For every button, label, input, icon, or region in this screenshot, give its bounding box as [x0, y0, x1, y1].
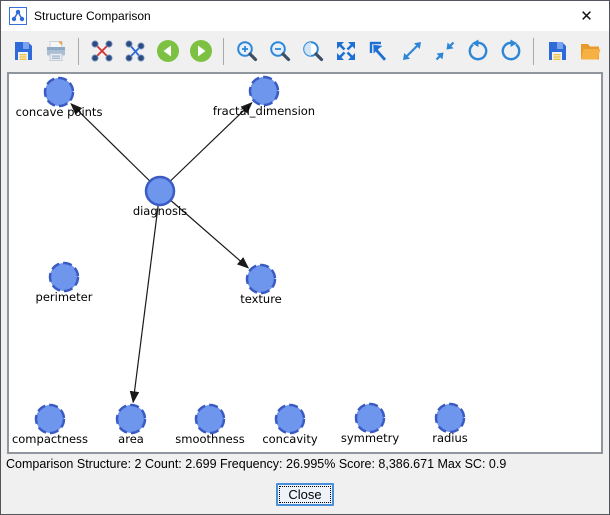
graph-node-label-symmetry: symmetry	[341, 431, 400, 445]
graph-node-smoothness[interactable]	[194, 403, 226, 435]
graph-node-label-compactness: compactness	[12, 432, 88, 446]
save-image-icon	[548, 42, 566, 60]
graph-node-label-concavity: concavity	[262, 432, 318, 446]
app-graph-icon	[9, 7, 27, 25]
zoom-reset-icon	[302, 41, 323, 62]
graph-node-label-diagnosis: diagnosis	[133, 204, 187, 218]
print-button[interactable]	[40, 35, 71, 67]
print-icon	[46, 41, 65, 61]
status-bar: Comparison Structure: 2 Count: 2.699 Fre…	[1, 454, 609, 474]
graph-node-fractal_dimension[interactable]	[248, 75, 280, 107]
close-button[interactable]: Close	[276, 482, 334, 506]
graph-structure-blue-icon	[125, 40, 144, 62]
graph-node-label-texture: texture	[240, 292, 282, 306]
toolbar-separator	[533, 37, 534, 65]
graph-node-label-area: area	[118, 432, 144, 446]
graph-node-label-concave_points: concave points	[16, 105, 103, 119]
graph-edge-diagnosis-fractal_dimension	[159, 101, 253, 192]
zoom-in-icon	[236, 41, 257, 62]
graph-node-label-perimeter: perimeter	[36, 290, 93, 304]
rotate-right-icon	[501, 39, 520, 61]
zoom-out-icon	[269, 41, 290, 62]
toolbar-separator	[223, 37, 224, 65]
rotate-left-icon	[468, 39, 487, 61]
structure-graph: concave points fractal_dimension diagnosis…	[12, 75, 468, 446]
shrink-button[interactable]	[429, 35, 460, 67]
window-title: Structure Comparison	[34, 9, 151, 23]
graph-node-perimeter[interactable]	[48, 261, 80, 293]
graph-node-diagnosis[interactable]	[144, 175, 176, 207]
graph-structure-red-icon	[91, 40, 112, 62]
open-folder-button[interactable]	[574, 35, 605, 67]
graph-node-concavity[interactable]	[274, 403, 306, 435]
comparison-stats-text: Comparison Structure: 2 Count: 2.699 Fre…	[6, 457, 507, 471]
graph-node-label-radius: radius	[432, 431, 468, 445]
graph-node-symmetry[interactable]	[354, 402, 386, 434]
fit-to-window-icon	[336, 42, 355, 60]
compare-structure-button[interactable]	[86, 35, 117, 67]
toolbar	[1, 31, 609, 71]
graph-node-concave_points[interactable]	[43, 76, 75, 108]
graph-canvas[interactable]: concave points fractal_dimension diagnosis…	[7, 72, 603, 454]
fit-to-window-button[interactable]	[330, 35, 361, 67]
graph-edge-diagnosis-area	[129, 190, 161, 404]
title-bar: Structure Comparison ✕	[1, 1, 609, 31]
zoom-in-button[interactable]	[231, 35, 262, 67]
footer: Close	[1, 474, 609, 514]
previous-icon	[156, 40, 179, 62]
save-button[interactable]	[7, 35, 38, 67]
graph-node-compactness[interactable]	[34, 403, 66, 435]
graph-edge-diagnosis-concave_points	[70, 103, 161, 192]
toolbar-separator	[78, 37, 79, 65]
graph-node-radius[interactable]	[434, 402, 466, 434]
graph-node-texture[interactable]	[245, 263, 277, 295]
view-structure-button[interactable]	[119, 35, 150, 67]
save-image-button[interactable]	[541, 35, 572, 67]
open-folder-icon	[580, 44, 600, 60]
save-icon	[14, 42, 32, 60]
rotate-left-button[interactable]	[462, 35, 493, 67]
close-icon: ✕	[580, 8, 593, 25]
expand-icon	[402, 42, 421, 60]
next-icon	[189, 40, 212, 62]
rotate-right-button[interactable]	[495, 35, 526, 67]
graph-node-label-fractal_dimension: fractal_dimension	[213, 104, 315, 118]
next-structure-button[interactable]	[185, 35, 216, 67]
previous-structure-button[interactable]	[152, 35, 183, 67]
shrink-icon	[435, 41, 454, 61]
zoom-reset-button[interactable]	[297, 35, 328, 67]
graph-node-area[interactable]	[115, 403, 147, 435]
graph-edge-diagnosis-texture	[159, 190, 250, 269]
zoom-out-button[interactable]	[264, 35, 295, 67]
window-close-button[interactable]: ✕	[564, 1, 609, 31]
expand-button[interactable]	[396, 35, 427, 67]
graph-node-label-smoothness: smoothness	[175, 432, 244, 446]
move-top-left-button[interactable]	[363, 35, 394, 67]
move-top-left-icon	[369, 41, 386, 61]
